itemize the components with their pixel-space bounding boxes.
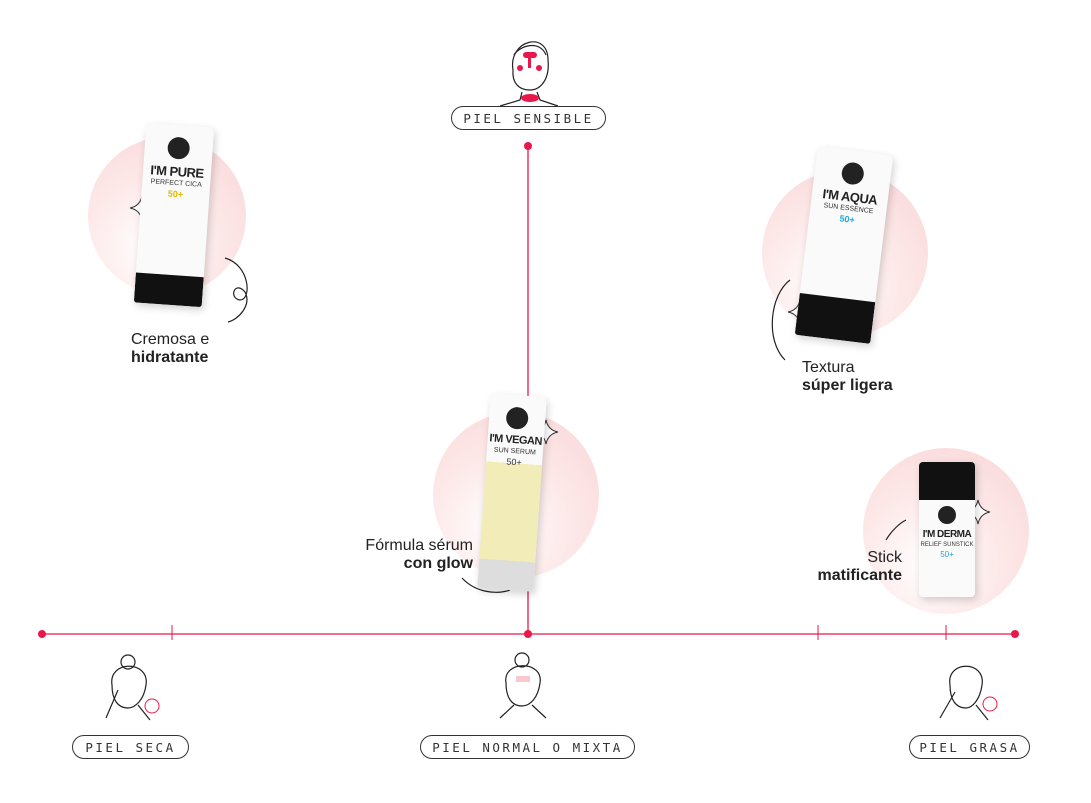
swirl-decoration: [771, 279, 791, 361]
dry-skin-mark: [144, 698, 160, 714]
axis-dot-left: [38, 630, 46, 638]
label-piel-sensible: PIEL SENSIBLE: [451, 106, 606, 130]
label-piel-normal-mixta: PIEL NORMAL O MIXTA: [420, 735, 635, 759]
normal-skin-mark: [516, 676, 530, 682]
face-normal-icon: [499, 652, 547, 719]
face-sensitive-icon: [499, 41, 559, 107]
face-oily-icon: [939, 665, 989, 721]
face-dry-icon: [105, 654, 151, 721]
oily-skin-mark: [982, 696, 998, 712]
label-piel-grasa: PIEL GRASA: [909, 735, 1030, 759]
label-piel-seca: PIEL SECA: [72, 735, 189, 759]
axis-dot-right: [1011, 630, 1019, 638]
brand-logo: [166, 136, 191, 160]
swirl-decoration: [885, 519, 907, 541]
product-im-pure: I'M PURE PERFECT CICA 50+: [133, 122, 215, 308]
sensitive-redness-marks: [517, 52, 542, 102]
swirl-decoration: [224, 257, 248, 323]
product-im-derma: I'M DERMA RELIEF SUNSTICK 50+: [919, 462, 975, 597]
swirl-decoration: [461, 577, 511, 593]
axis-dot-center: [524, 630, 532, 638]
axis-dot-top: [524, 142, 532, 150]
